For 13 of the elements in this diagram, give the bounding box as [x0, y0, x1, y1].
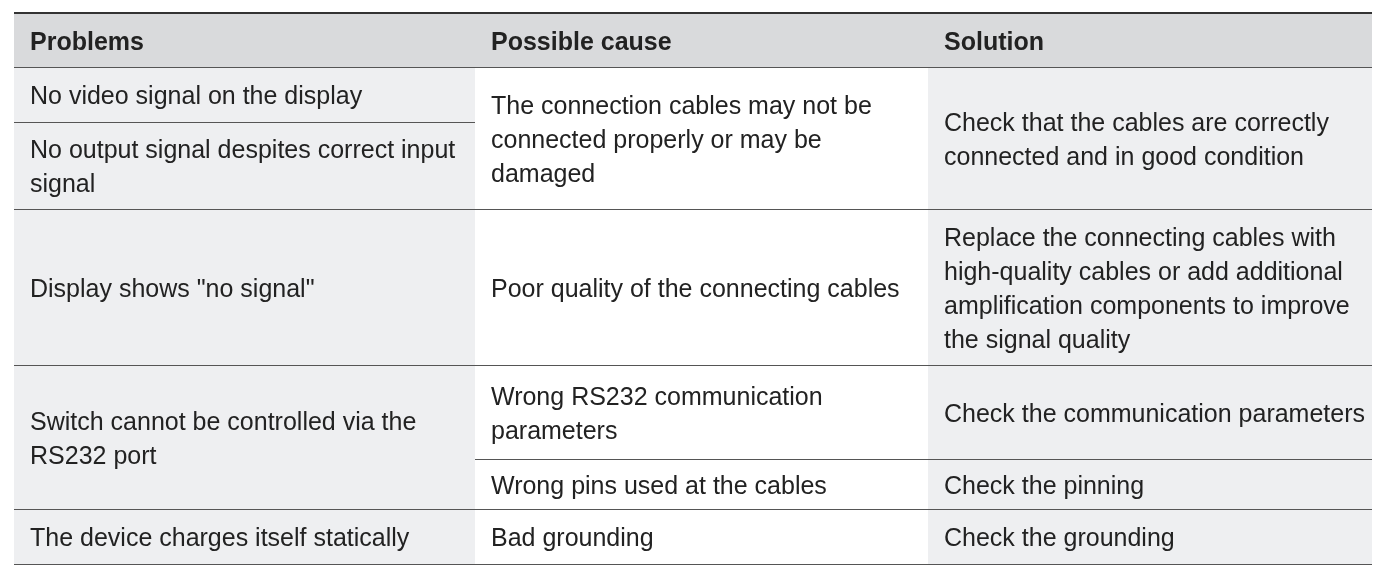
- table-cell: Replace the connecting cables with high-quality cables or add additional amplification components to improve the signal quality: [928, 210, 1372, 366]
- table-cell: No output signal despites correct input signal: [14, 123, 475, 210]
- table-cell: The device charges itself statically: [14, 510, 475, 565]
- header-cell: Solution: [928, 14, 1372, 68]
- header-cell: Possible cause: [475, 14, 928, 68]
- table-cell: Display shows "no signal": [14, 210, 475, 366]
- table-cell: Check the grounding: [928, 510, 1372, 565]
- table-cell: Check the pinning: [928, 460, 1372, 510]
- header-cell: Problems: [14, 14, 475, 68]
- table-cell: No video signal on the display: [14, 68, 475, 123]
- table-cell: Check that the cables are correctly connected and in good condition: [928, 68, 1372, 210]
- table-cell: Switch cannot be controlled via the RS232 port: [14, 366, 475, 510]
- table-cell: Check the communication parameters: [928, 366, 1372, 460]
